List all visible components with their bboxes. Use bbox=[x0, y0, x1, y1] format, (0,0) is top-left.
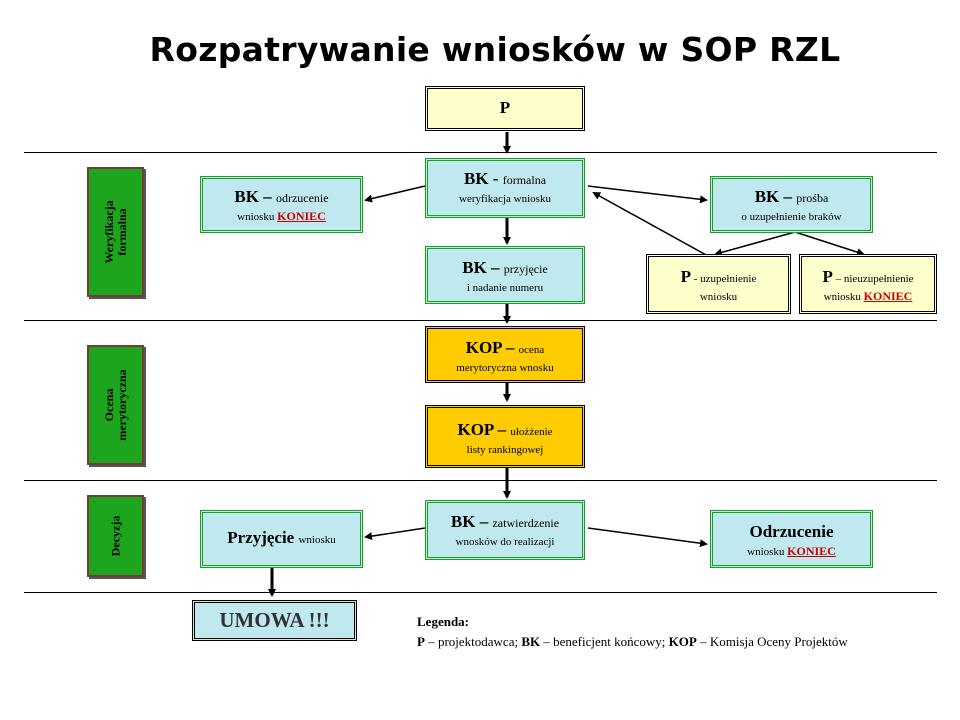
box-p-nieuzupelnienie: P – nieuzupełnienie wniosku KONIEC bbox=[799, 254, 937, 314]
separator-line bbox=[24, 152, 937, 153]
page-title: Rozpatrywanie wniosków w SOP RZL bbox=[149, 30, 841, 69]
box-przyjecie-wniosku: Przyjęcie wniosku bbox=[200, 510, 363, 568]
phase-decyzja: Decyzja bbox=[87, 495, 144, 577]
box-p: P bbox=[425, 86, 585, 131]
separator-line bbox=[24, 592, 937, 593]
separator-line bbox=[24, 480, 937, 481]
box-p-uzupelnienie: P - uzupełnienie wniosku bbox=[646, 254, 791, 314]
box-kop-lista: KOP – ułożżenie listy rankingowej bbox=[425, 405, 585, 468]
separator-line bbox=[24, 320, 937, 321]
phase-ocena-merytoryczna: Ocena merytoryczna bbox=[87, 345, 144, 465]
legend: Legenda: P – projektodawca; BK – benefic… bbox=[417, 614, 848, 650]
phase-weryfikacja-formalna: Weryfikacja formalna bbox=[87, 167, 144, 297]
arrow-prosba-to-nieuzupelnienie bbox=[794, 231, 865, 256]
box-p-label: P bbox=[499, 98, 511, 117]
box-bk-odrzucenie: BK – odrzucenie wniosku KONIEC bbox=[200, 176, 363, 233]
arrow-to-prosba bbox=[587, 185, 708, 204]
arrow-to-odrzucenie bbox=[364, 185, 426, 203]
arrow-prosba-to-uzupelnienie bbox=[714, 231, 796, 257]
koniec-label: KONIEC bbox=[277, 209, 326, 224]
box-bk-formalna-weryfikacja: BK - formalna weryfikacja wniosku bbox=[425, 158, 585, 218]
box-bk-przyjecie: BK – przyjęcie i nadanie numeru bbox=[425, 246, 585, 304]
arrow-zatwierdzenie-to-odrzucenie bbox=[587, 527, 708, 548]
arrow-uzupelnienie-back bbox=[592, 192, 709, 257]
box-umowa: UMOWA !!! bbox=[192, 600, 357, 641]
koniec-label: KONIEC bbox=[787, 544, 836, 559]
box-odrzucenie-wniosku: Odrzucenie wniosku KONIEC bbox=[710, 510, 873, 568]
box-bk-zatwierdzenie: BK – zatwierdzenie wnosków do realizacji bbox=[425, 500, 585, 560]
arrow-zatwierdzenie-to-przyjecie bbox=[364, 527, 426, 541]
legend-heading: Legenda: bbox=[417, 614, 469, 629]
box-bk-prosba: BK – prośba o uzupełnienie braków bbox=[710, 176, 873, 233]
koniec-label: KONIEC bbox=[863, 289, 913, 304]
box-kop-ocena: KOP – ocena merytoryczna wnosku bbox=[425, 326, 585, 383]
